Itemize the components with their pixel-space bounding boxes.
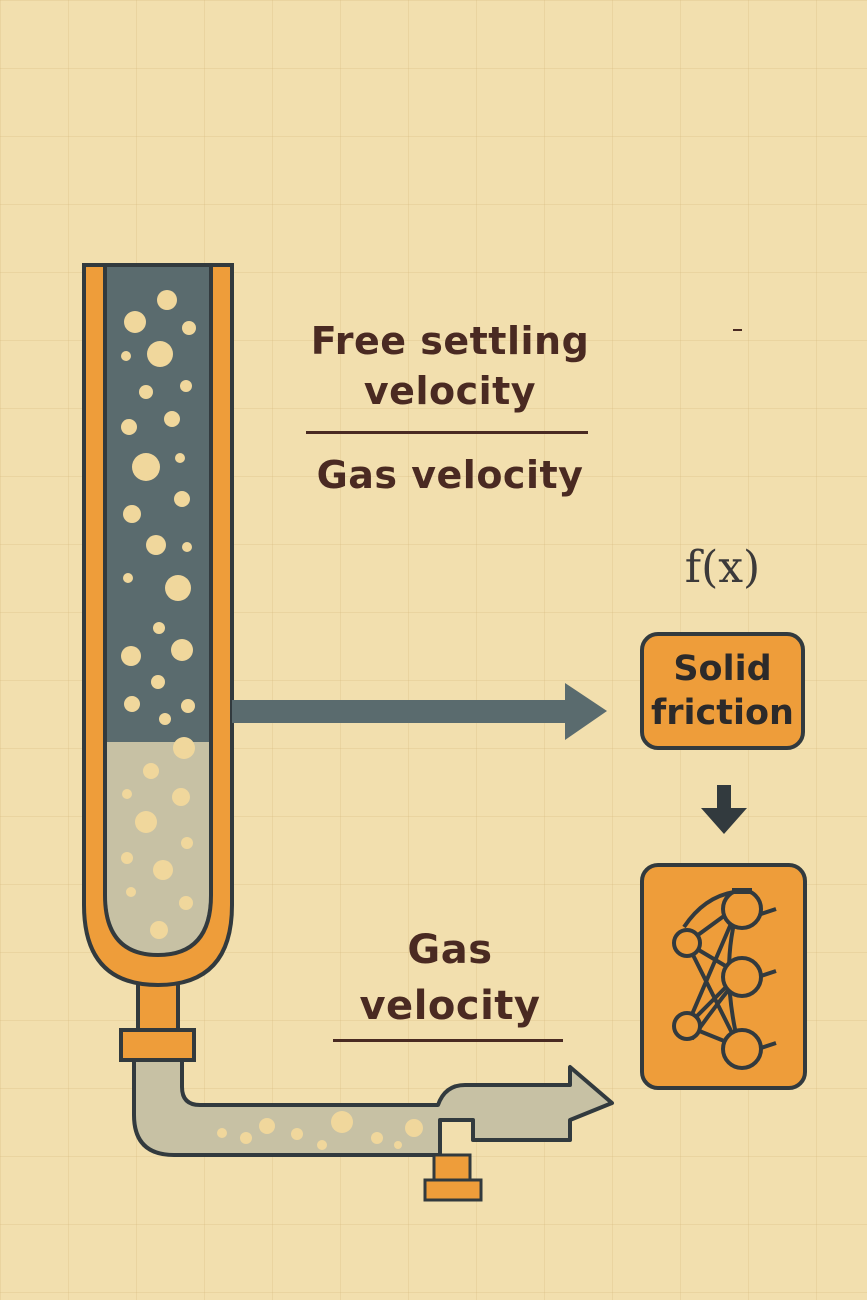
- ratio-numerator: Free settling velocity: [310, 319, 590, 413]
- particle: [123, 573, 133, 583]
- particle: [146, 535, 166, 555]
- right-arrow-icon: [232, 683, 607, 740]
- particle: [394, 1141, 402, 1149]
- particle: [157, 290, 177, 310]
- particle-group: [121, 290, 423, 1150]
- outlet-pipe: [132, 1058, 614, 1157]
- particle: [317, 1140, 327, 1150]
- riser-neck: [136, 978, 180, 1037]
- particle: [182, 542, 192, 552]
- particle: [121, 646, 141, 666]
- particle: [147, 341, 173, 367]
- particle: [135, 811, 157, 833]
- particle: [182, 321, 196, 335]
- down-arrow-icon: [701, 785, 747, 834]
- particle: [122, 789, 132, 799]
- particle: [150, 921, 168, 939]
- particle: [371, 1132, 383, 1144]
- particle: [139, 385, 153, 399]
- particle: [126, 887, 136, 897]
- solid-friction-box: Solid friction: [640, 632, 805, 750]
- particle: [331, 1111, 353, 1133]
- particle: [173, 737, 195, 759]
- particle: [132, 453, 160, 481]
- particle: [165, 575, 191, 601]
- particle: [121, 419, 137, 435]
- particle: [153, 860, 173, 880]
- particle: [123, 505, 141, 523]
- particle: [172, 788, 190, 806]
- particle: [164, 411, 180, 427]
- particle: [181, 699, 195, 713]
- neural-network-box: [640, 863, 807, 1090]
- particle: [179, 896, 193, 910]
- particle: [171, 639, 193, 661]
- particle: [181, 837, 193, 849]
- particle: [175, 453, 185, 463]
- particle: [159, 713, 171, 725]
- fraction-bar: [306, 431, 588, 434]
- particle: [151, 675, 165, 689]
- drain-flange: [423, 1178, 483, 1202]
- particle: [121, 351, 131, 361]
- drain-spout: [432, 1153, 472, 1184]
- outlet-fraction-bar: [333, 1039, 563, 1042]
- particle: [291, 1128, 303, 1140]
- particle: [405, 1119, 423, 1137]
- solid-friction-label: Solid friction: [651, 649, 794, 733]
- particle: [180, 380, 192, 392]
- particle: [124, 311, 146, 333]
- function-label: f(x): [684, 542, 761, 593]
- particle: [259, 1118, 275, 1134]
- particle: [124, 696, 140, 712]
- particle: [174, 491, 190, 507]
- particle: [240, 1132, 252, 1144]
- ratio-denominator: Gas velocity: [316, 453, 584, 497]
- particle: [153, 622, 165, 634]
- particle: [217, 1128, 227, 1138]
- riser-flange: [119, 1028, 196, 1062]
- minor-mark: [733, 329, 742, 331]
- outlet-velocity-label: Gas velocity: [359, 927, 541, 1029]
- particle: [143, 763, 159, 779]
- particle: [121, 852, 133, 864]
- neural-network-icon: [672, 888, 777, 1070]
